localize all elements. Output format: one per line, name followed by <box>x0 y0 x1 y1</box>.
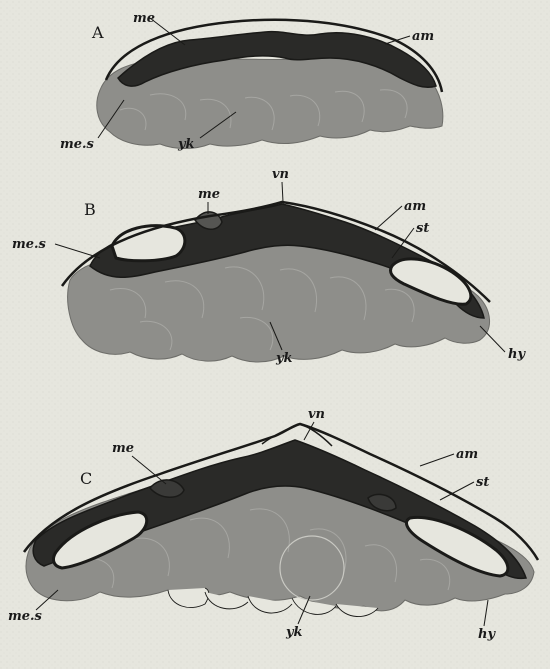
label-st-c: st <box>476 475 489 490</box>
label-mes-b: me.s <box>12 237 47 252</box>
label-am-b: am <box>404 199 426 214</box>
label-mes-a: me.s <box>60 137 95 152</box>
label-me-b: me <box>198 187 220 202</box>
label-hy-c: hy <box>478 627 496 642</box>
panel-label-a: A <box>91 23 104 42</box>
panel-label-c: C <box>80 469 92 488</box>
label-yk-a: yk <box>177 137 195 152</box>
label-me-a: me <box>133 11 155 26</box>
panel-label-b: B <box>84 200 96 219</box>
label-am-a: am <box>412 29 434 44</box>
label-vn-b: vn <box>272 167 289 182</box>
label-hy-b: hy <box>508 347 526 362</box>
label-vn-c: vn <box>308 407 325 422</box>
label-st-b: st <box>416 221 429 236</box>
label-yk-c: yk <box>285 625 303 640</box>
label-mes-c: me.s <box>8 609 43 624</box>
label-me-c: me <box>112 441 134 456</box>
label-am-c: am <box>456 447 478 462</box>
label-yk-b: yk <box>275 351 293 366</box>
